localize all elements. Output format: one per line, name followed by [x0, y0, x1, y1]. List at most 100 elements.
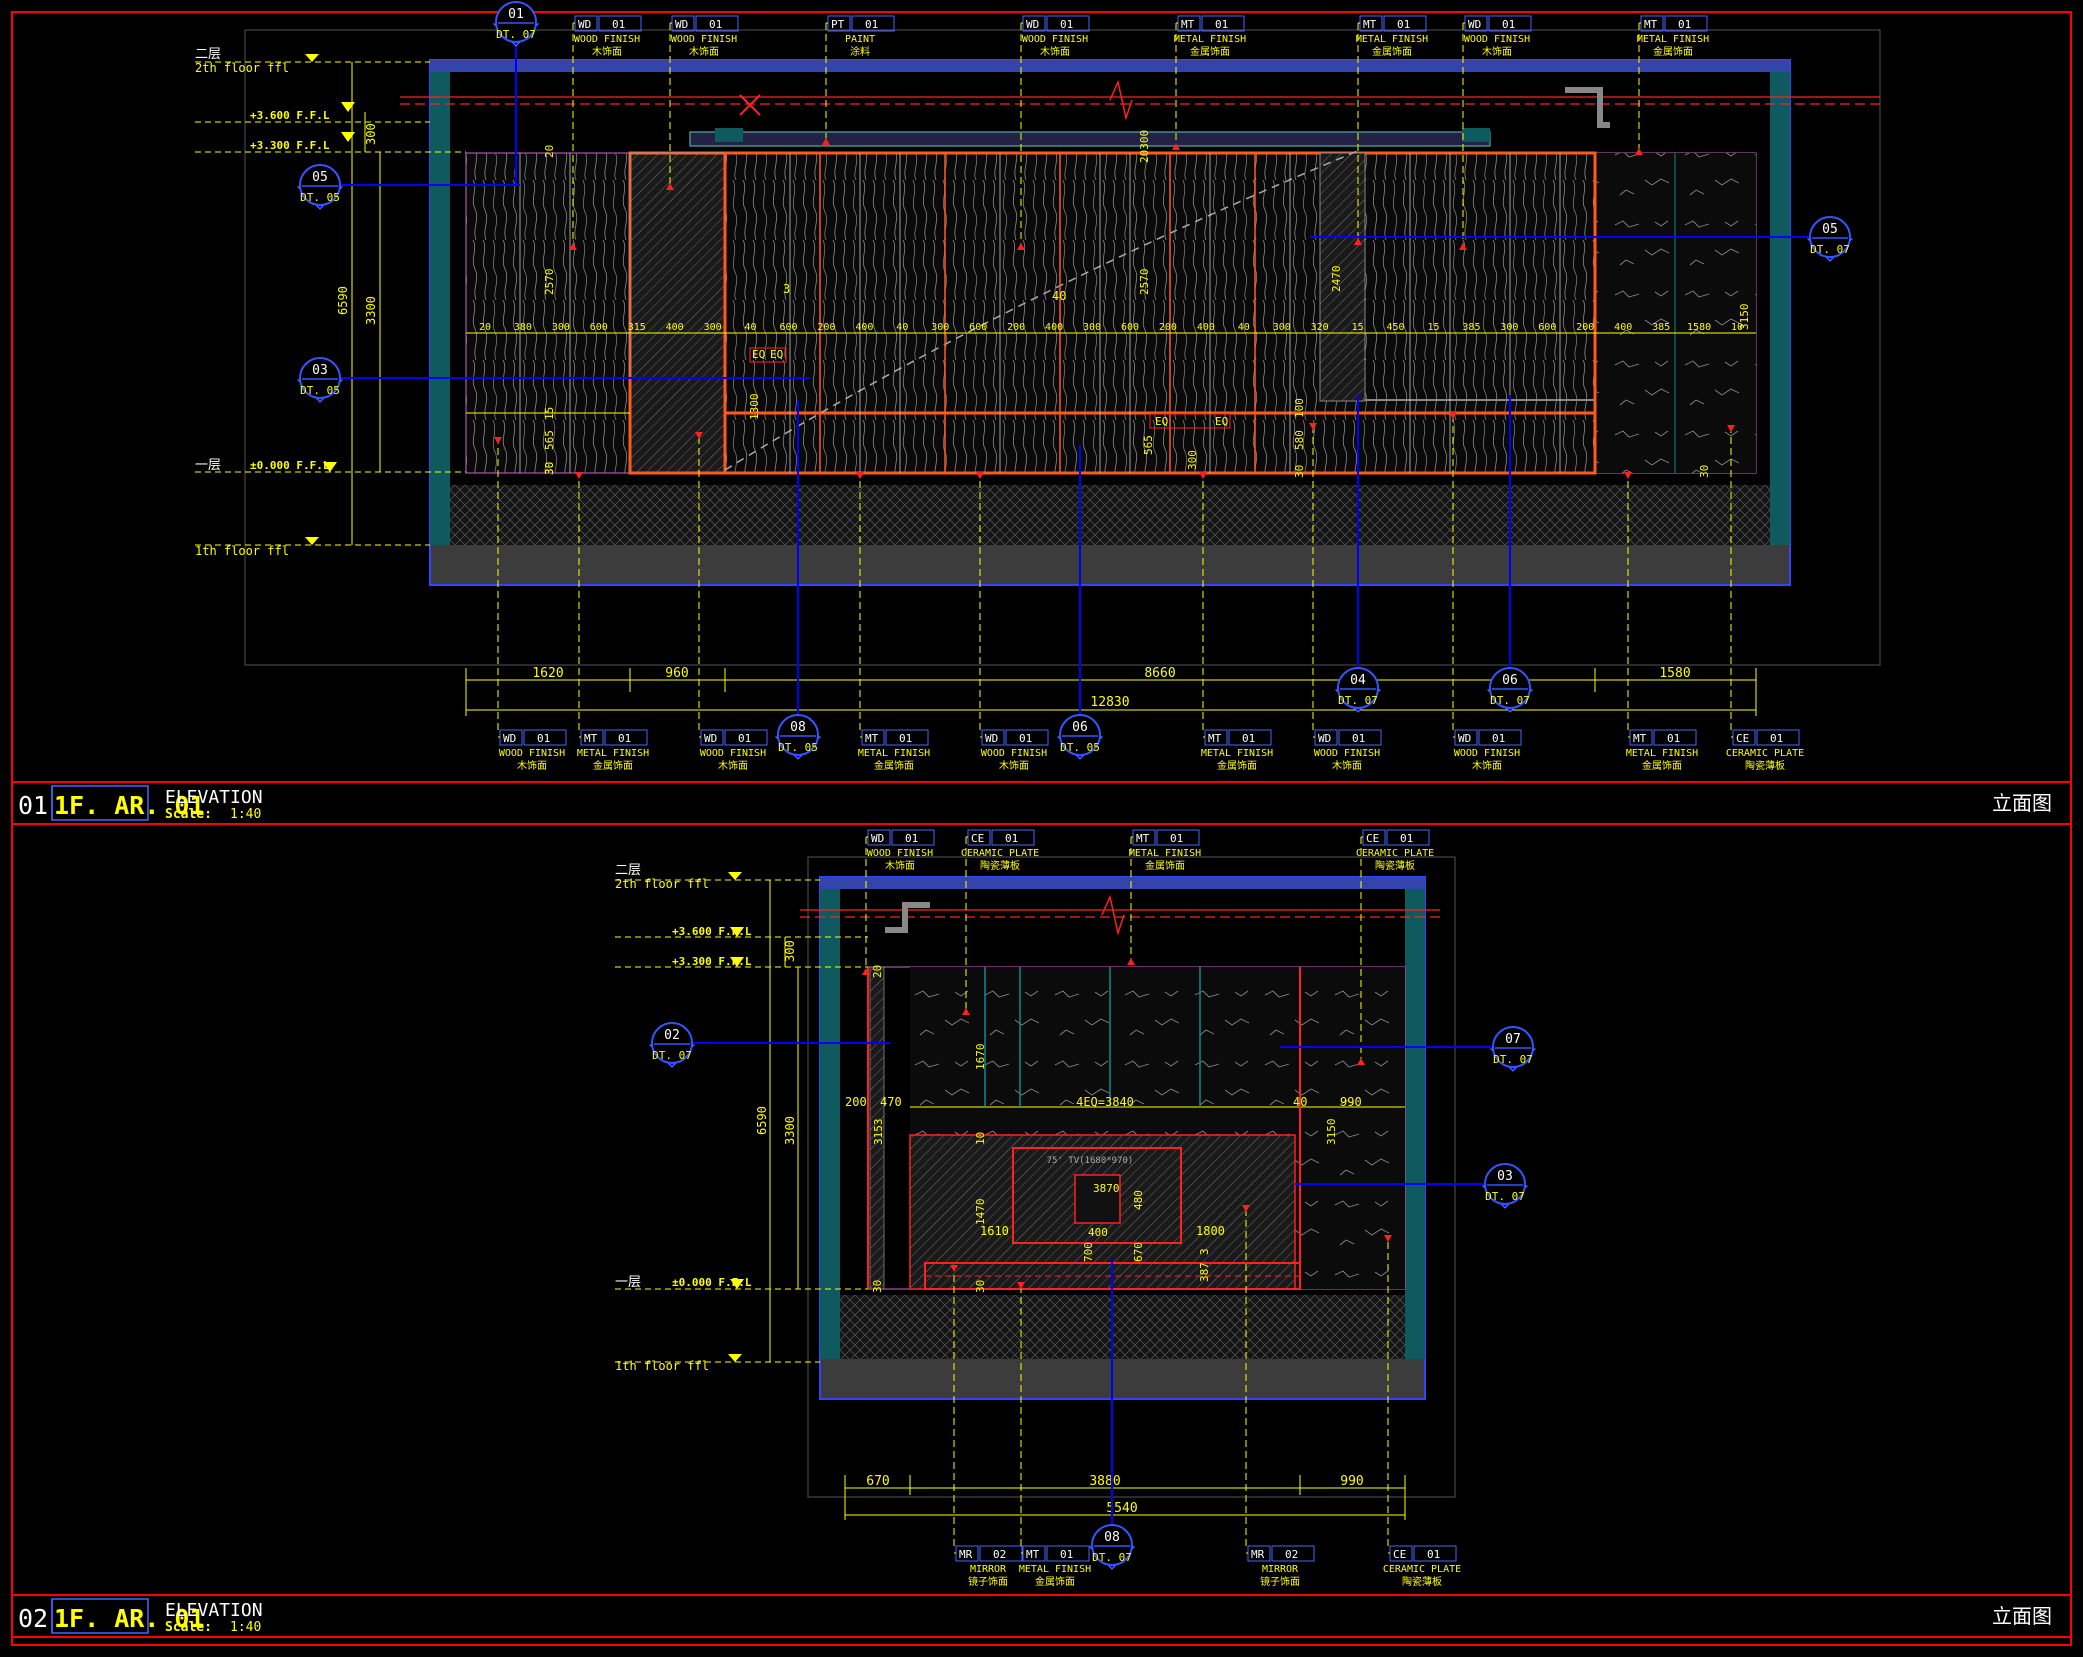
- marker-ref: DT. 05: [1060, 741, 1100, 754]
- tag-cn: 金属饰面: [1653, 45, 1693, 58]
- tag-num: 01: [1060, 1548, 1073, 1561]
- tag-num: 02: [993, 1548, 1006, 1561]
- idim-2-670: 670: [1132, 1242, 1145, 1262]
- marker-ref: DT. 07: [1092, 1551, 1132, 1564]
- idim-1-30b: 30: [1293, 465, 1306, 478]
- wall-left-2: [820, 877, 840, 1359]
- tag-num: 02: [1285, 1548, 1298, 1561]
- tag-cn: 金属饰面: [874, 759, 914, 772]
- tag-en: METAL FINISH: [577, 748, 649, 759]
- tag-cn: 镜子饰面: [1260, 1575, 1300, 1588]
- tag-cn: 涂料: [850, 45, 870, 58]
- tag-code: MR: [1251, 1548, 1265, 1561]
- idim-1-eq4: EQ: [1215, 415, 1228, 428]
- title-bar-1: [11, 781, 2072, 825]
- marker-number: 07: [1505, 1032, 1521, 1047]
- tag-en: WOOD FINISH: [1464, 34, 1530, 45]
- idim-2-30b: 30: [974, 1280, 987, 1293]
- bdim-1-8660: 8660: [1144, 666, 1175, 681]
- vdim-1-6590: 6590: [336, 286, 350, 315]
- bdim-2-total: 5540: [1106, 1501, 1137, 1516]
- marker-number: 08: [1104, 1530, 1120, 1545]
- idim-2-400: 400: [1088, 1226, 1108, 1239]
- bdim-2-990: 990: [1340, 1474, 1363, 1489]
- tag-en: METAL FINISH: [1129, 848, 1201, 859]
- tag-cn: 金属饰面: [1035, 1575, 1075, 1588]
- inner-dim-value: 385: [1652, 322, 1670, 333]
- tag-code: MT: [865, 732, 879, 745]
- tag-code: WD: [1458, 732, 1471, 745]
- tag-code: PT: [831, 18, 845, 31]
- tag-en: CERAMIC PLATE: [1383, 1564, 1461, 1575]
- tag-en: WOOD FINISH: [867, 848, 933, 859]
- tag-en: MIRROR: [1262, 1564, 1299, 1575]
- idim-2-387: 387: [1198, 1262, 1211, 1282]
- vdim-2-300: 300: [783, 940, 797, 962]
- inner-dim-value: 300: [1273, 322, 1291, 333]
- level-1-ceiling2: +3.300 F.F.L: [250, 139, 330, 152]
- tag-en: CERAMIC PLATE: [1726, 748, 1804, 759]
- inner-dim-value: 320: [1311, 322, 1329, 333]
- idim-2-30a: 30: [871, 1280, 884, 1293]
- tag-num: 01: [1427, 1548, 1440, 1561]
- title-1-scale-label: Scale:: [165, 807, 212, 822]
- marker-number: 03: [312, 363, 328, 378]
- tag-num: 01: [1678, 18, 1691, 31]
- marker-ref: DT. 05: [300, 384, 340, 397]
- tag-num: 01: [1667, 732, 1680, 745]
- idim-2-3: 3: [1198, 1248, 1211, 1255]
- tag-num: 01: [1060, 18, 1073, 31]
- tag-en: METAL FINISH: [1356, 34, 1428, 45]
- vdim-1-30: 30: [543, 462, 556, 475]
- bdim-1-1620: 1620: [532, 666, 563, 681]
- marker-ref: DT. 07: [1485, 1190, 1525, 1203]
- tag-code: CE: [1736, 732, 1749, 745]
- marker-ref: DT. 07: [1490, 694, 1530, 707]
- inner-dim-value: 450: [1387, 322, 1405, 333]
- tag-code: MT: [1363, 18, 1377, 31]
- title-2-scale-label: Scale:: [165, 1620, 212, 1635]
- tag-code: MT: [1208, 732, 1222, 745]
- idim-1-1300: 1300: [748, 394, 761, 421]
- floor-slab-1: [450, 485, 1770, 545]
- vdim-1-565: 565: [543, 430, 556, 450]
- inner-dim-value: 200: [1159, 322, 1177, 333]
- title-2-number: 02: [18, 1604, 48, 1633]
- title-2-name: ELEVATION: [165, 1600, 263, 1621]
- vdim-1-3300: 3300: [364, 296, 378, 325]
- marker-ref: DT. 07: [496, 28, 536, 41]
- idim-1-30a: 30: [543, 462, 556, 475]
- tag-code: MT: [1136, 832, 1150, 845]
- tag-num: 01: [738, 732, 751, 745]
- tag-num: 01: [1170, 832, 1183, 845]
- inner-dim-value: 400: [1197, 322, 1215, 333]
- marker-number: 08: [790, 720, 806, 735]
- tag-code: MR: [959, 1548, 973, 1561]
- tag-num: 01: [1770, 732, 1783, 745]
- tag-cn: 金属饰面: [1217, 759, 1257, 772]
- tag-num: 01: [1352, 732, 1365, 745]
- inner-dim-value: 380: [514, 322, 532, 333]
- title-2-code: 1F. AR. 01: [54, 1604, 205, 1633]
- tag-cn: 木饰面: [1332, 759, 1362, 772]
- tag-cn: 木饰面: [1472, 759, 1502, 772]
- tag-num: 01: [1397, 18, 1410, 31]
